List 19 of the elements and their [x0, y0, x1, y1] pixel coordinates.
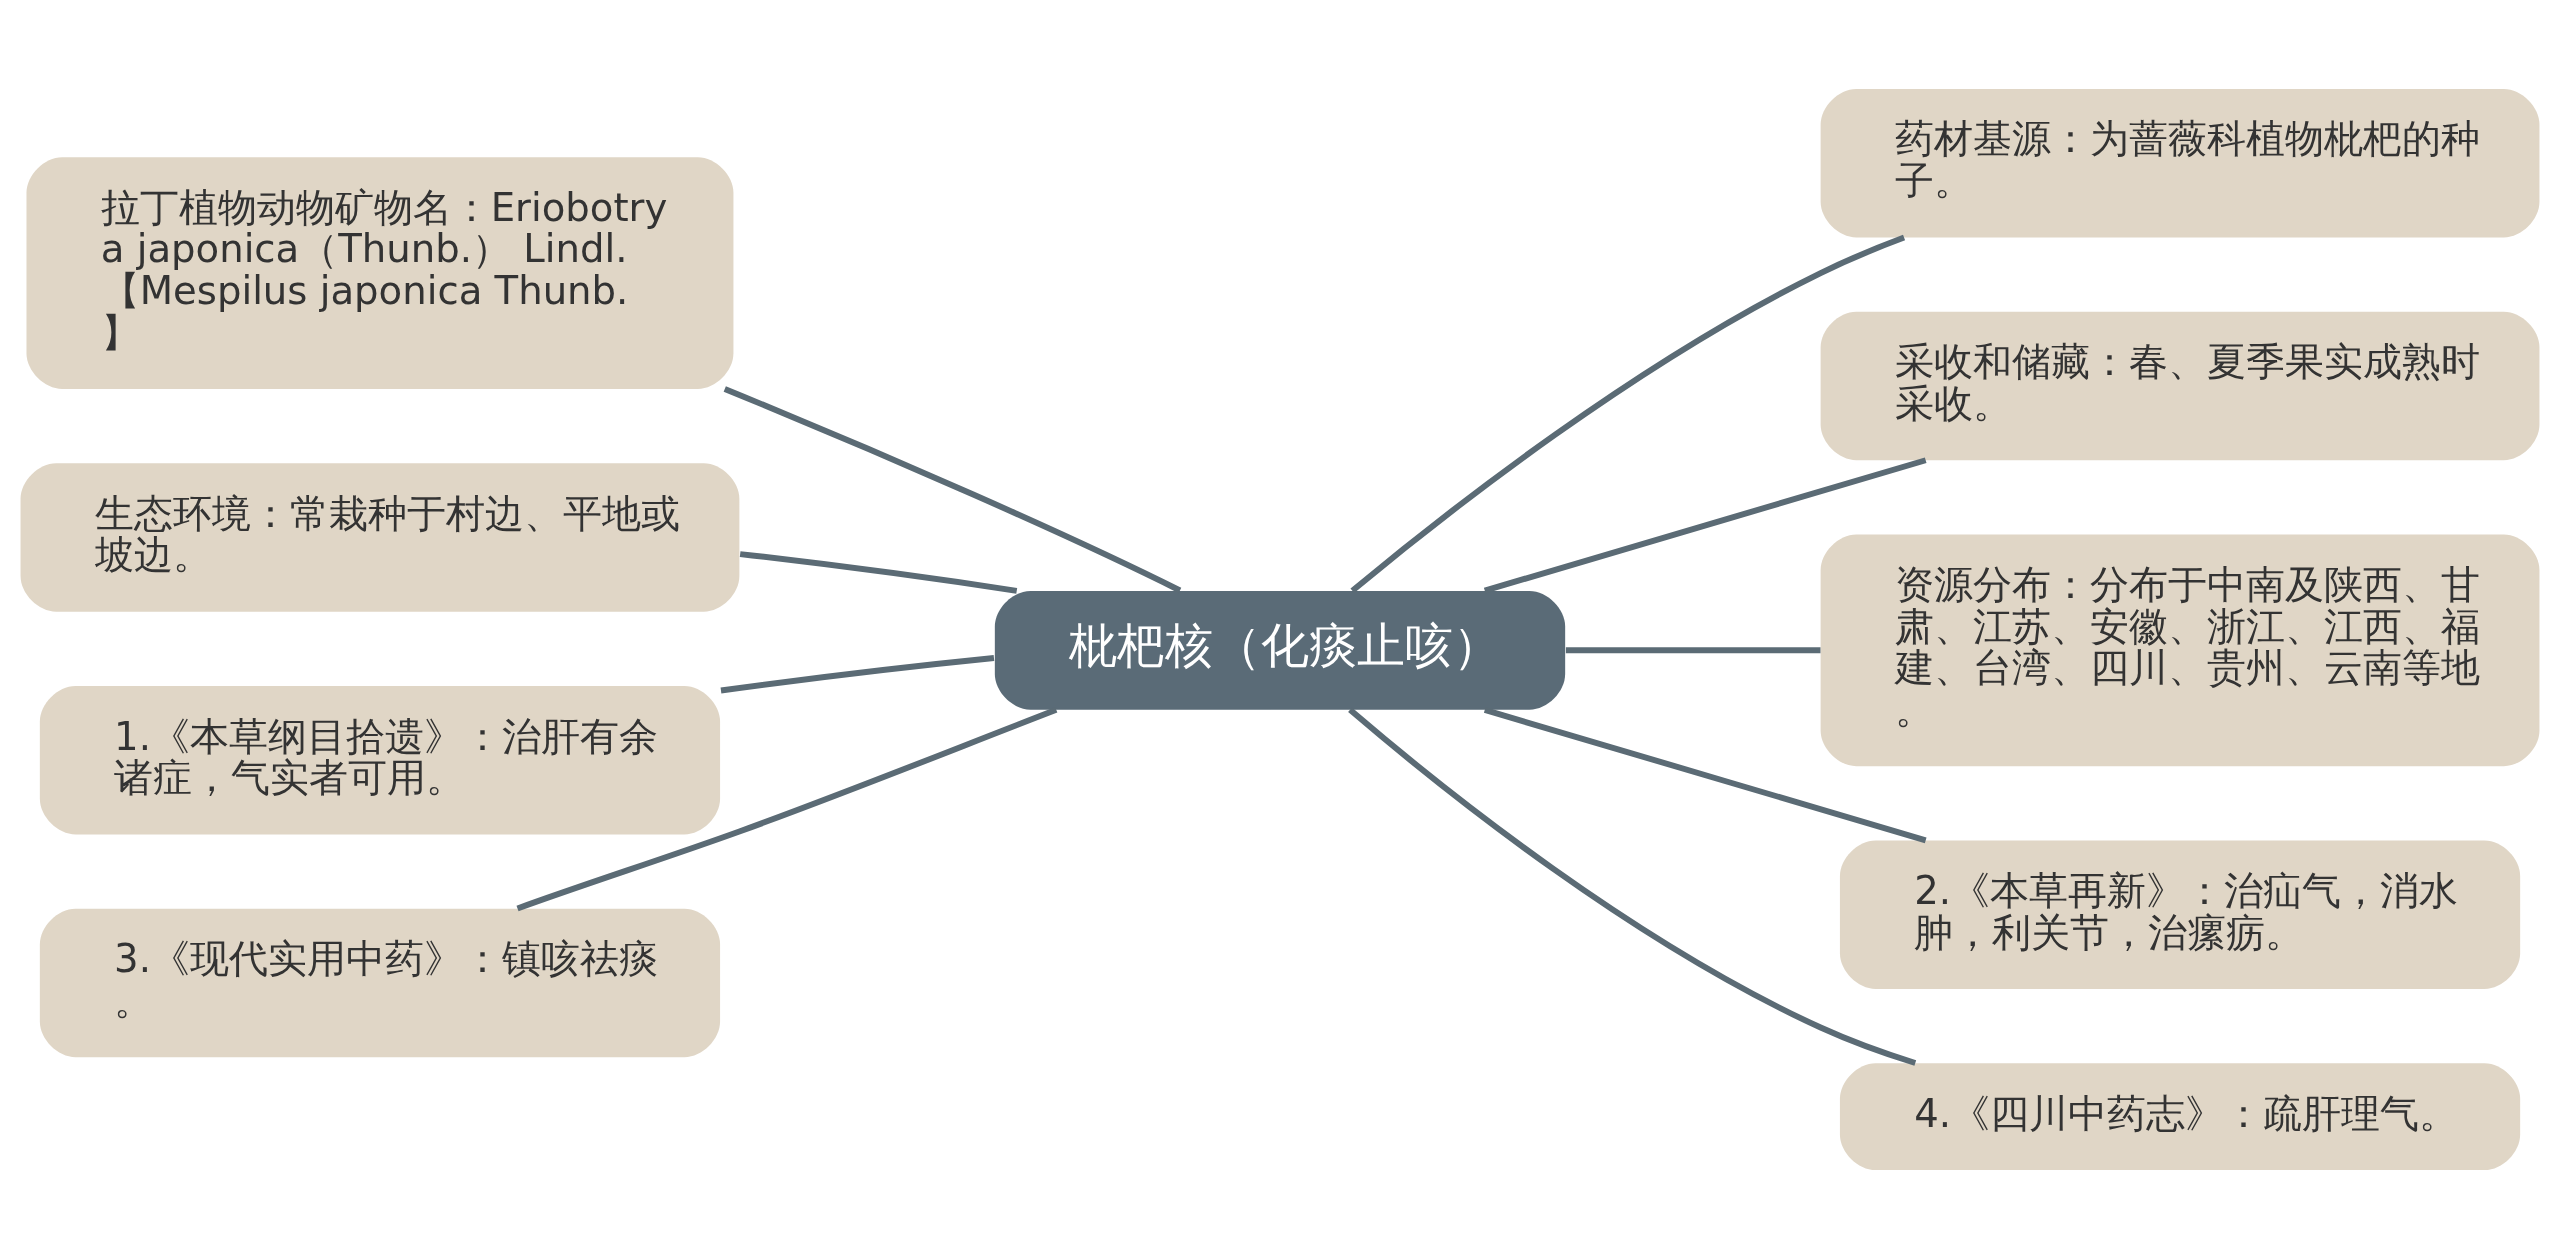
connector: [1483, 457, 1927, 594]
connector: [720, 654, 995, 694]
node-box: 枇杷核（化痰止咳）: [994, 590, 1566, 710]
connector: [739, 551, 1018, 594]
node-box: 生态环境：常栽种于村边、平地或坡边。: [20, 463, 740, 612]
connector: [1565, 647, 1821, 654]
connector: [516, 707, 1058, 912]
node-box: 采收和储藏：春、夏季果实成熟时采收。: [1820, 311, 2540, 461]
connector: [1348, 707, 1917, 1066]
connector: [1350, 234, 1906, 594]
connector: [723, 386, 1182, 594]
node-box: 3.《现代实用中药》：镇咳祛痰。: [39, 908, 721, 1058]
node-box: 2.《本草再新》：治疝气，消水肿，利关节，治瘰疬。: [1839, 840, 2521, 989]
node-box: 拉丁植物动物矿物名：Eriobotrya japonica（Thunb.） Lindl.【Mespilus japonica Thunb.】: [26, 157, 734, 389]
node-box: 资源分布：分布于中南及陕西、甘肃、江苏、安徽、浙江、江西、福建、台湾、四川、贵州、云南等地。: [1820, 534, 2540, 767]
connector: [1483, 707, 1927, 844]
node-box: 4.《四川中药志》：疏肝理气。: [1839, 1063, 2521, 1171]
node-box: 1.《本草纲目拾遗》：治肝有余诸症，气实者可用。: [39, 685, 721, 835]
node-box: 药材基源：为蔷薇科植物枇杷的种子。: [1820, 88, 2540, 238]
